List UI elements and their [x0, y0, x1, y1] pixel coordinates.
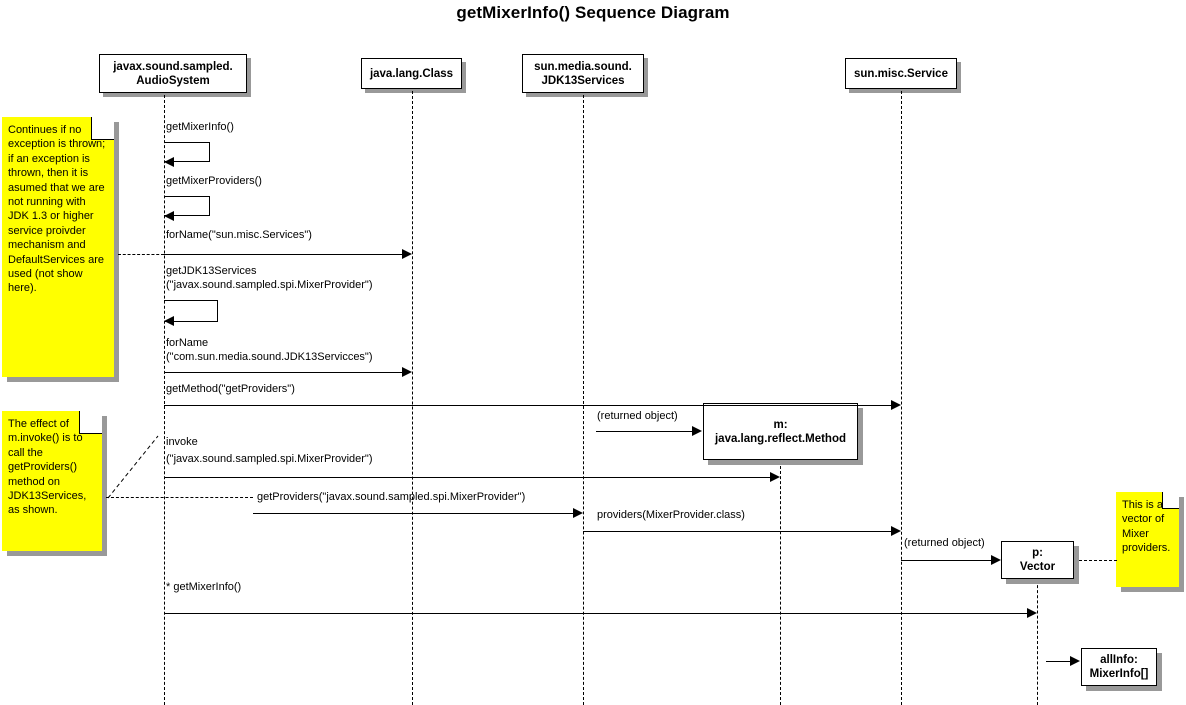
object-box-method[interactable]: m: java.lang.reflect.Method — [703, 403, 858, 460]
note-vector[interactable]: This is a vector of Mixer providers. — [1116, 492, 1179, 587]
note-invoke-connector-horizontal — [106, 497, 253, 498]
self-call-box-get-mixer-providers — [164, 196, 210, 216]
note-vector-text: This is a vector of Mixer providers. — [1122, 499, 1171, 555]
object-label-line1: m: — [773, 418, 788, 431]
arrow-head-returned-object-method — [692, 426, 702, 436]
lifeline-header-javalangclass[interactable]: java.lang.Class — [361, 58, 462, 89]
lifeline-header-jdk13services[interactable]: sun.media.sound. JDK13Services — [522, 54, 644, 93]
message-label-returned-object-method: (returned object) — [597, 410, 678, 422]
message-line-returned-object-vector — [901, 560, 991, 561]
note-fold-corner-icon — [79, 411, 102, 434]
arrow-head-returned-object-vector — [991, 555, 1001, 565]
arrow-head-get-jdk13-services-self — [164, 316, 174, 326]
message-label-get-method-providers: getMethod("getProviders") — [166, 383, 295, 395]
lifeline-method-object — [780, 461, 781, 705]
message-label-providers-mixerprovider-class: providers(MixerProvider.class) — [597, 509, 745, 521]
arrow-head-for-name-services — [402, 249, 412, 259]
arrow-head-star-get-mixer-info — [1027, 608, 1037, 618]
note-exception-connector — [118, 254, 164, 255]
object-label-line2: java.lang.reflect.Method — [714, 432, 846, 445]
message-label-for-name-services: forName("sun.misc.Services") — [166, 229, 312, 241]
lifeline-label-line2: JDK13Services — [541, 74, 625, 87]
message-line-get-providers-call — [253, 513, 573, 514]
lifeline-label-line1: javax.sound.sampled. — [113, 60, 233, 73]
page-title: getMixerInfo() Sequence Diagram — [456, 3, 730, 22]
message-label-get-mixer-providers-self: getMixerProviders() — [166, 175, 262, 187]
lifeline-suniscservice — [901, 91, 902, 705]
message-label-get-jdk13-services-line2: ("javax.sound.sampled.spi.MixerProvider"… — [166, 279, 373, 291]
object-label-line2: MixerInfo[] — [1089, 668, 1149, 680]
message-label-get-providers-call: getProviders("javax.sound.sampled.spi.Mi… — [257, 491, 526, 503]
lifeline-label-line1: java.lang.Class — [369, 67, 454, 80]
object-box-vector[interactable]: p: Vector — [1001, 541, 1074, 579]
message-line-for-name-services — [164, 254, 404, 255]
message-line-for-name-jdk13 — [164, 372, 404, 373]
object-label-line1: allInfo: — [1100, 654, 1138, 666]
self-call-box-get-mixer-info — [164, 142, 210, 162]
lifeline-javalangclass — [412, 91, 413, 705]
message-label-get-mixer-info-self: getMixerInfo() — [166, 121, 234, 133]
arrow-head-get-providers-call — [573, 508, 583, 518]
lifeline-label-line2: AudioSystem — [136, 74, 210, 87]
lifeline-header-suniscservice[interactable]: sun.misc.Service — [845, 58, 957, 89]
lifeline-vector-object — [1037, 580, 1038, 705]
message-label-invoke-line1: invoke — [166, 436, 198, 448]
self-call-box-get-jdk13-services — [164, 300, 218, 322]
arrow-head-for-name-jdk13 — [402, 367, 412, 377]
object-box-allinfo[interactable]: allInfo: MixerInfo[] — [1081, 648, 1157, 686]
message-line-get-method-providers — [164, 405, 893, 406]
arrow-head-get-mixer-info-self — [164, 157, 174, 167]
note-exception-text: Continues if no exception is thrown; if … — [8, 124, 106, 295]
note-invoke-text: The effect of m.invoke() is to call the … — [8, 418, 87, 517]
message-line-providers-mixerprovider-class — [583, 531, 893, 532]
note-fold-corner-icon — [1162, 492, 1179, 509]
arrow-head-get-mixer-providers-self — [164, 211, 174, 221]
message-line-star-get-mixer-info — [164, 613, 1027, 614]
message-label-invoke-line2: ("javax.sound.sampled.spi.MixerProvider"… — [166, 453, 373, 465]
message-line-invoke — [164, 477, 772, 478]
lifeline-jdk13services — [583, 95, 584, 705]
arrow-head-providers-mixerprovider-class — [891, 526, 901, 536]
message-label-for-name-jdk13-line1: forName — [166, 337, 209, 349]
lifeline-audiosystem — [164, 95, 165, 705]
note-exception[interactable]: Continues if no exception is thrown; if … — [2, 117, 114, 377]
message-label-returned-object-vector: (returned object) — [904, 537, 985, 549]
arrow-head-allinfo-return — [1070, 656, 1080, 666]
object-label-line1: p: — [1032, 547, 1043, 559]
note-invoke-connector-diagonal — [107, 435, 159, 499]
note-vector-connector — [1079, 560, 1117, 561]
message-line-allinfo-return — [1046, 661, 1071, 662]
note-fold-corner-icon — [91, 117, 114, 140]
message-label-star-get-mixer-info: * getMixerInfo() — [166, 581, 242, 593]
message-label-get-jdk13-services-line1: getJDK13Services — [166, 265, 257, 277]
object-label-line2: Vector — [1019, 561, 1056, 573]
note-invoke[interactable]: The effect of m.invoke() is to call the … — [2, 411, 102, 551]
lifeline-label-line1: sun.media.sound. — [534, 60, 632, 73]
message-line-returned-object-method — [596, 431, 693, 432]
lifeline-label-line1: sun.misc.Service — [854, 67, 948, 80]
arrow-head-invoke — [770, 472, 780, 482]
arrow-head-get-method-providers — [891, 400, 901, 410]
message-label-for-name-jdk13-line2: ("com.sun.media.sound.JDK13Servicces") — [166, 351, 373, 363]
lifeline-header-audiosystem[interactable]: javax.sound.sampled. AudioSystem — [99, 54, 247, 93]
